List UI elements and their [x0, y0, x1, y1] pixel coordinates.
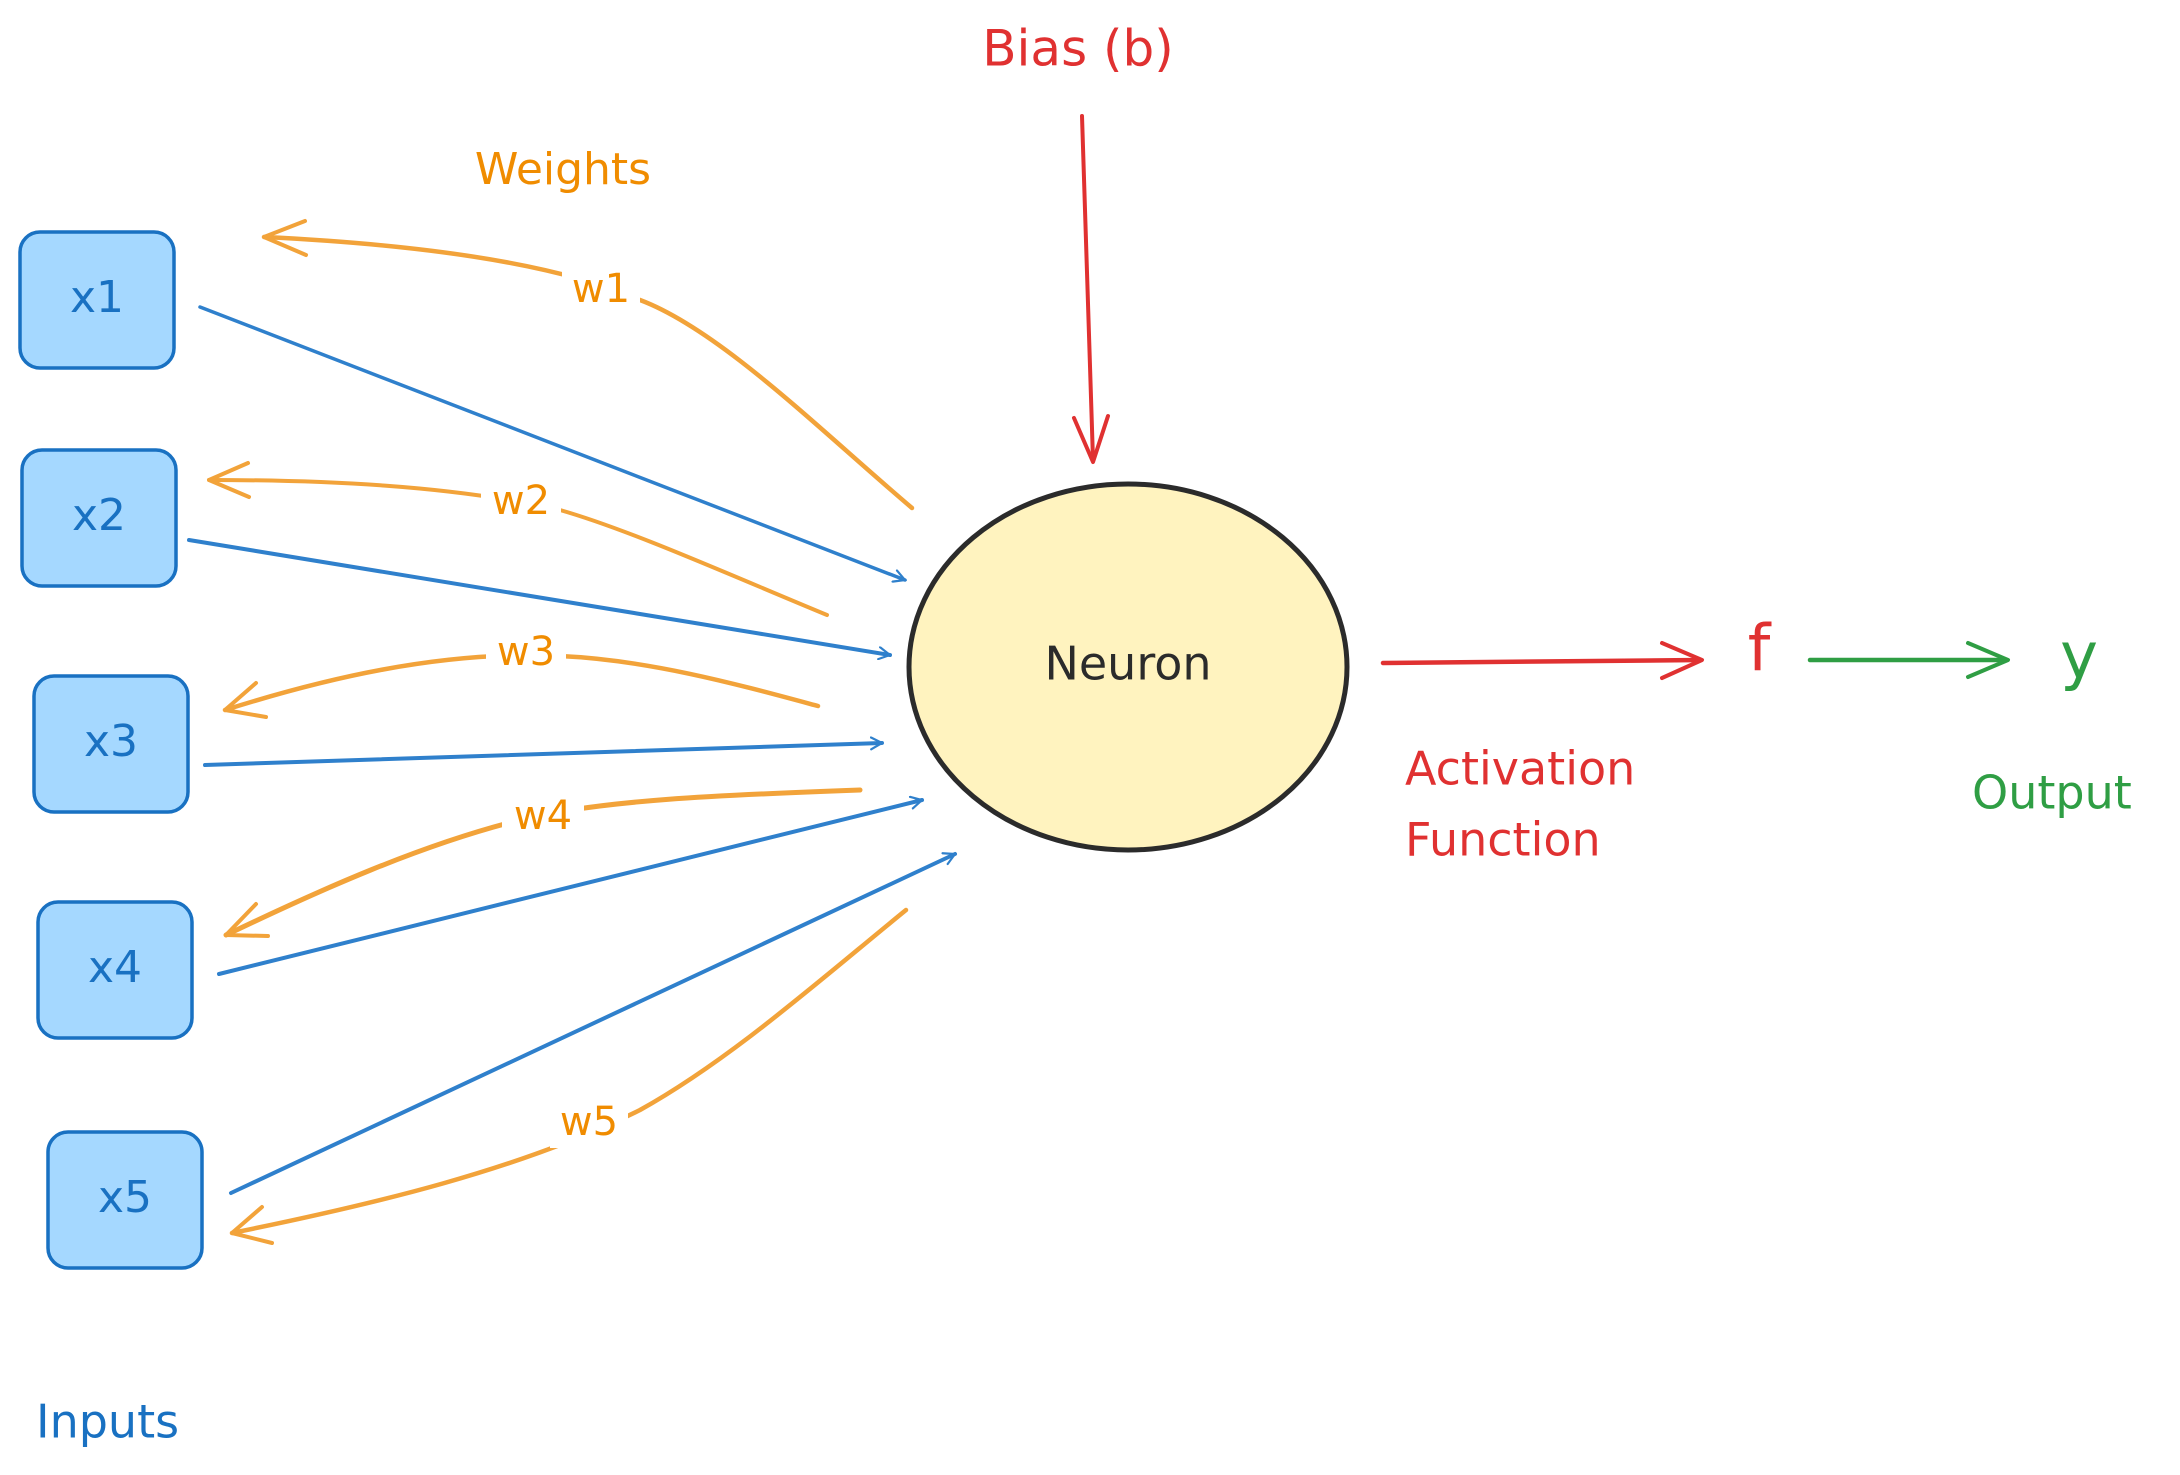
weight-label-w5: w5: [560, 1099, 618, 1145]
weight-arrowhead-w1: [262, 219, 308, 257]
input-arrow-x4: [217, 800, 922, 976]
bias-arrowhead: [1072, 414, 1110, 464]
weight-label-bg-w2: [481, 478, 561, 526]
weight-label-w1: w1: [572, 266, 630, 312]
input-arrows: [187, 305, 955, 1195]
weight-arrowhead-w3: [223, 681, 268, 719]
input-arrow-x3: [203, 743, 882, 767]
input-arrow-x1: [198, 305, 905, 580]
input-label-x4: x4: [88, 942, 142, 993]
output-arrowhead: [1966, 641, 2010, 679]
weight-label-bg-w4: [502, 794, 584, 842]
input-node-x1[interactable]: x1: [18, 230, 176, 370]
neuron-node[interactable]: Neuron: [906, 481, 1350, 853]
input-label-x3: x3: [84, 716, 138, 767]
weight-arrowhead-w2: [207, 461, 251, 499]
input-node-x3[interactable]: x3: [32, 674, 190, 814]
weights-section-label: Weights: [475, 144, 651, 195]
weight-curves: [207, 219, 915, 1245]
input-label-x1: x1: [70, 272, 124, 323]
input-arrow-x2: [187, 538, 890, 655]
neuron-label: Neuron: [1044, 637, 1211, 691]
weight-label-w3: w3: [497, 629, 555, 675]
activation-arrow: [1380, 657, 1703, 666]
weight-label-w2: w2: [492, 478, 550, 524]
input-label-x5: x5: [98, 1172, 152, 1223]
activation-label-line1: Activation: [1405, 742, 1635, 796]
output-symbol: y: [2060, 620, 2098, 694]
input-node-x2[interactable]: x2: [20, 448, 178, 588]
input-arrow-x5: [229, 852, 955, 1195]
output-label: Output: [1972, 766, 2132, 820]
weight-label-bg-w1: [562, 268, 640, 316]
weight-label-w4: w4: [514, 793, 572, 839]
weight-label-bg-w3: [486, 630, 566, 678]
weight-arrowhead-w5: [230, 1205, 274, 1245]
input-node-x4[interactable]: x4: [36, 900, 194, 1040]
weight-label-bg-w5: [550, 1100, 628, 1148]
activation-arrowhead: [1660, 641, 1704, 680]
weight-arrowhead-w4: [224, 902, 270, 938]
activation-label-line2: Function: [1405, 813, 1601, 867]
weight-curve-w5: [229, 907, 909, 1236]
input-label-x2: x2: [72, 490, 126, 541]
bias-label: Bias (b): [982, 20, 1174, 78]
input-node-x5[interactable]: x5: [46, 1130, 204, 1270]
bias-arrow: [1080, 114, 1095, 462]
inputs-section-label: Inputs: [36, 1395, 179, 1449]
activation-symbol: f: [1748, 613, 1772, 687]
